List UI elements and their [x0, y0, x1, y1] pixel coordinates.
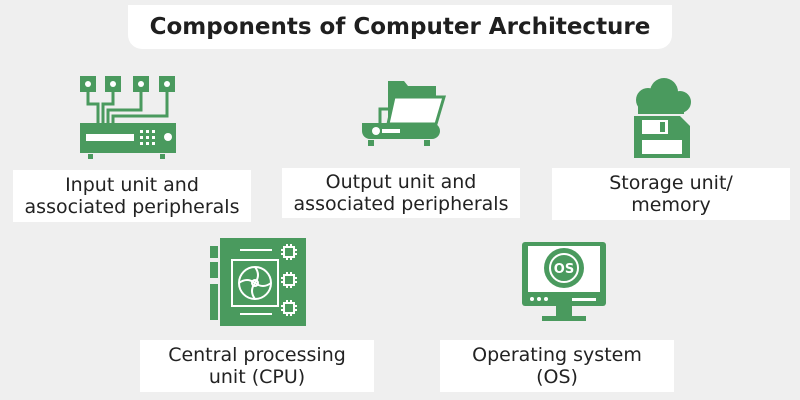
label-line: Central processing — [168, 344, 346, 366]
os-badge-text: OS — [554, 262, 574, 277]
storage-icon — [634, 78, 691, 158]
label-line: (OS) — [536, 366, 578, 388]
output-device-icon — [362, 81, 447, 146]
label-line: Storage unit/ — [609, 172, 733, 194]
cpu-board-icon — [210, 238, 306, 326]
label-line: Output unit and — [325, 171, 477, 193]
label-line: Operating system — [472, 344, 642, 366]
label-line: associated peripherals — [24, 196, 240, 218]
label-line: Input unit and — [65, 174, 199, 196]
label-line: unit (CPU) — [208, 366, 306, 388]
label-line: associated peripherals — [293, 193, 509, 215]
operating-system-icon: OS — [522, 242, 606, 321]
os-label: Operating system(OS) — [440, 340, 674, 392]
input-device-icon — [80, 76, 176, 159]
label-line: memory — [631, 194, 711, 216]
storage-unit-label: Storage unit/memory — [552, 168, 790, 220]
page-title: Components of Computer Architecture — [128, 5, 672, 49]
